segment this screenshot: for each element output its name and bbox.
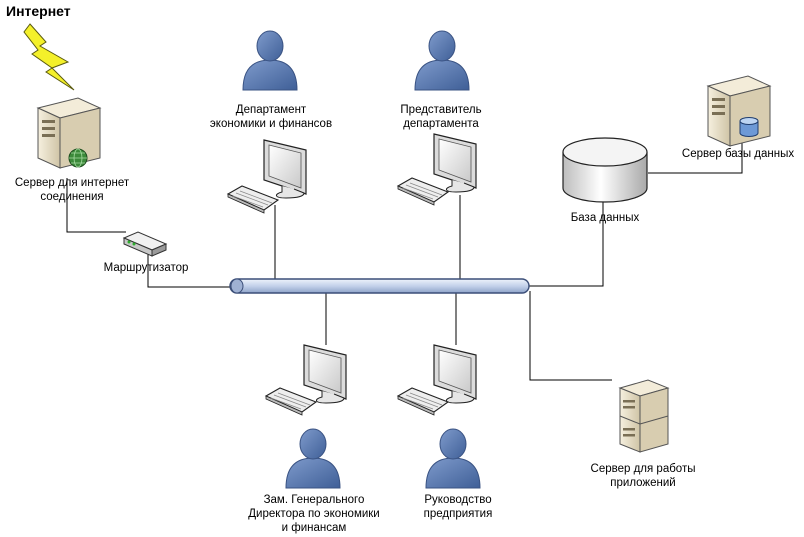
globe-icon [68, 148, 88, 168]
deputy-director-label: Зам. Генерального Директора по экономики… [248, 494, 380, 534]
link-router-bus [147, 252, 232, 288]
monitor-icon [263, 139, 307, 199]
connection-lines [66, 142, 743, 381]
person-icon [425, 428, 481, 489]
link-database-bus [527, 202, 604, 287]
keyboard-icon [397, 387, 449, 416]
database-icon [562, 137, 648, 203]
server-icon [707, 75, 771, 147]
server-icon [618, 379, 670, 453]
person-icon [414, 30, 470, 91]
keyboard-icon [265, 387, 317, 416]
link-database-dbserver [648, 142, 743, 174]
database-icon [739, 117, 759, 137]
dept-representative-label: Представитель департамента [400, 104, 482, 130]
internet-server-label: Сервер для интернет соединения [14, 177, 130, 203]
monitor-icon [433, 344, 477, 404]
management-label: Руководство предприятия [423, 494, 493, 520]
keyboard-icon [227, 185, 279, 214]
link-appserver [529, 291, 612, 381]
internet-label: Интернет [6, 3, 71, 19]
monitor-icon [433, 133, 477, 193]
dept-economics-label: Департамент экономики и финансов [209, 104, 333, 130]
person-icon [285, 428, 341, 489]
person-icon [242, 30, 298, 91]
keyboard-icon [397, 177, 449, 206]
database-label: База данных [570, 212, 640, 224]
monitor-icon [303, 344, 347, 404]
app-server-label: Сервер для работы приложений [590, 463, 696, 489]
lightning-icon [23, 23, 75, 91]
network-bus [229, 278, 530, 294]
link-internet-server-router [66, 178, 126, 233]
db-server-label: Сервер базы данных [681, 148, 795, 160]
router-label: Маршрутизатор [103, 262, 189, 274]
router-icon [122, 231, 168, 257]
